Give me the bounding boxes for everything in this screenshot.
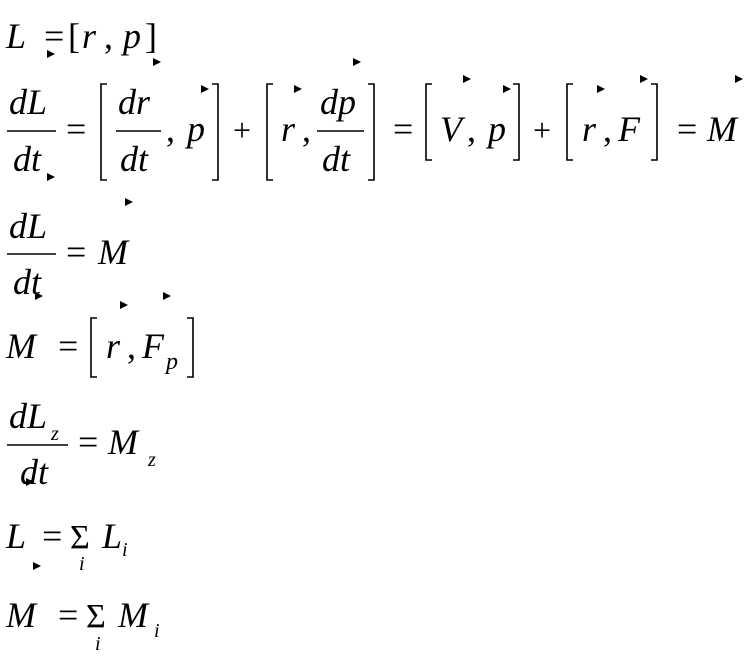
symbol-r: r: [82, 16, 97, 56]
equals-sign: =: [66, 109, 86, 149]
symbol-p: p: [120, 16, 141, 56]
vector-arrow-icon: [152, 292, 171, 300]
symbol-F: F: [141, 326, 165, 366]
denominator-dt: dt: [13, 139, 42, 179]
equals-sign: =: [393, 109, 413, 149]
denominator-dt: dt: [120, 139, 149, 179]
comma: ,: [104, 16, 113, 56]
symbol-L: L: [5, 516, 26, 556]
equals-sign: =: [78, 422, 98, 462]
equals-sign: =: [66, 232, 86, 272]
vector-arrow-icon: [283, 85, 302, 93]
vector-arrow-icon: [342, 58, 361, 66]
vector-arrow-icon: [142, 58, 161, 66]
equation-angular-momentum-definition: L = [ r , p ]: [5, 16, 161, 66]
equation-axial-moment-law: dL z dt = M z: [7, 396, 156, 492]
equation-total-moment: M = Σ i M i: [5, 595, 160, 655]
vector-arrow-icon: [629, 75, 648, 83]
comma: ,: [127, 326, 136, 366]
numerator-dp: dp: [320, 82, 356, 122]
symbol-M: M: [107, 422, 140, 462]
symbol-p: p: [184, 109, 205, 149]
symbol-V: V: [440, 109, 466, 149]
bracket-right: ]: [145, 16, 157, 56]
equals-sign: =: [58, 595, 78, 635]
equals-sign: =: [677, 109, 697, 149]
symbol-p: p: [485, 109, 506, 149]
symbol-F: F: [617, 109, 641, 149]
symbol-r: r: [281, 109, 296, 149]
symbol-r: r: [106, 326, 121, 366]
symbol-M: M: [117, 595, 150, 635]
symbol-L: L: [5, 16, 26, 56]
vector-arrow-icon: [109, 301, 128, 309]
equation-total-angular-momentum: L = Σ i L i: [5, 516, 128, 575]
symbol-M: M: [97, 232, 130, 272]
equals-sign: =: [58, 326, 78, 366]
comma: ,: [302, 109, 311, 149]
vector-arrow-icon: [190, 85, 209, 93]
equation-moment-definition: M = r , F p: [5, 292, 194, 378]
comma: ,: [467, 109, 476, 149]
sum-index-i: i: [79, 553, 85, 575]
subscript-i: i: [122, 539, 128, 561]
symbol-M: M: [5, 326, 38, 366]
numerator-dr: dr: [118, 82, 151, 122]
vector-arrow-icon: [724, 75, 743, 83]
equation-moment-law: dL dt = M: [7, 198, 133, 302]
equation-derivative-expansion: dL dt = dr dt , p + r , dp dt = V , p +: [7, 58, 743, 181]
vector-arrow-icon: [22, 562, 41, 570]
symbol-M: M: [706, 109, 739, 149]
denominator-dt: dt: [20, 452, 49, 492]
plus-sign: +: [233, 112, 251, 148]
numerator-dL: dL: [9, 206, 47, 246]
vector-arrow-icon: [586, 85, 605, 93]
denominator-dt: dt: [322, 139, 351, 179]
symbol-M: M: [5, 595, 38, 635]
symbol-L: L: [101, 516, 122, 556]
vector-arrow-icon: [492, 85, 511, 93]
sum-symbol: Σ: [86, 598, 106, 635]
vector-arrow-icon: [452, 75, 471, 83]
numerator-dL: dL: [9, 396, 47, 436]
comma: ,: [603, 109, 612, 149]
sum-index-i: i: [95, 633, 101, 655]
numerator-dL: dL: [9, 82, 47, 122]
symbol-r: r: [582, 109, 597, 149]
subscript-z: z: [147, 449, 156, 471]
equals-sign: =: [42, 516, 62, 556]
plus-sign: +: [533, 112, 551, 148]
subscript-i: i: [154, 620, 160, 642]
subscript-z: z: [50, 423, 59, 445]
comma: ,: [166, 109, 175, 149]
vector-arrow-icon: [114, 198, 133, 206]
sum-symbol: Σ: [70, 519, 90, 556]
equals-sign: =: [44, 16, 64, 56]
bracket-left: [: [68, 16, 80, 56]
subscript-p: p: [164, 349, 178, 375]
